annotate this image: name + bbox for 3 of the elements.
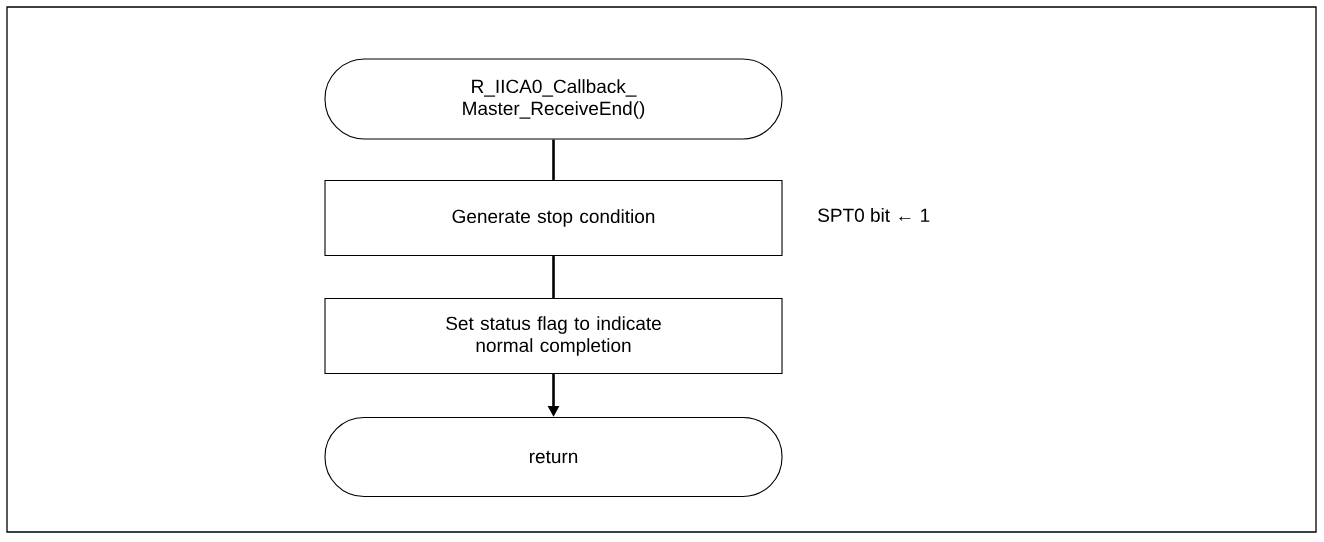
process-box: Generate stop condition [324, 179, 783, 257]
annotation: SPT0 bit ← 1 [818, 208, 930, 222]
process-box: Set status flag to indicate normal completion [324, 297, 783, 375]
